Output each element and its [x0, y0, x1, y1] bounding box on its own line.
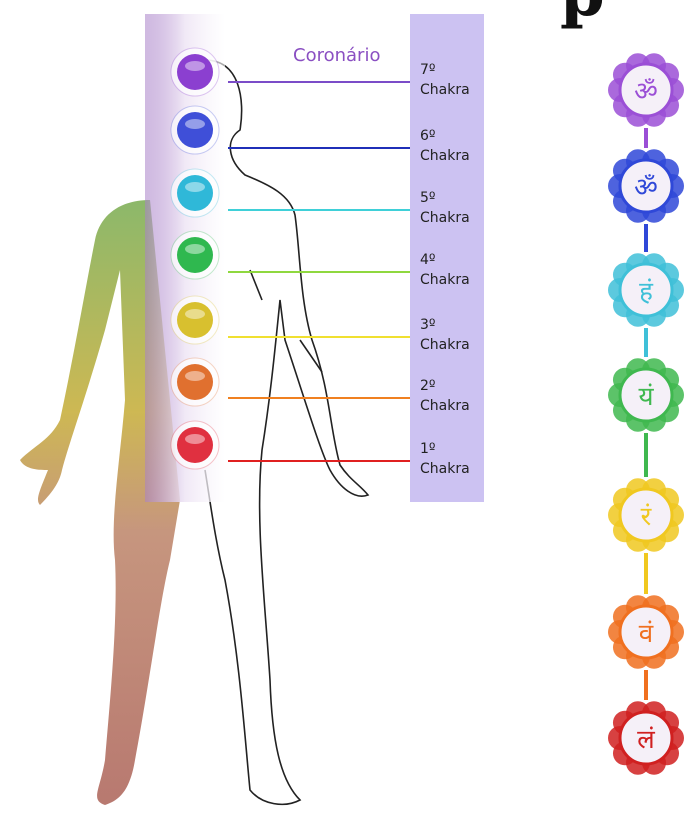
- chakra-number: 4º: [420, 250, 486, 270]
- chakra-symbol-icon-2: वं: [608, 595, 684, 668]
- svg-text:ॐ: ॐ: [634, 77, 658, 107]
- chakra-word: Chakra: [420, 335, 486, 355]
- body-outline: [205, 60, 368, 804]
- chakra-lines: [228, 82, 410, 461]
- arm-line: [300, 340, 322, 372]
- chakra-symbol-icon-1: लं: [608, 701, 684, 774]
- chakra-orb-2: [171, 358, 219, 406]
- svg-text:यं: यं: [638, 382, 654, 412]
- chakra-number: 2º: [420, 376, 486, 396]
- chakra-number: 5º: [420, 188, 486, 208]
- chakra-number: 7º: [420, 60, 486, 80]
- chakra-symbol-icon-5: हं: [608, 253, 684, 326]
- svg-text:रं: रं: [641, 502, 653, 532]
- chakra-symbol-icon-4: यं: [608, 358, 684, 431]
- chakra-orb-5: [171, 169, 219, 217]
- svg-text:वं: वं: [639, 619, 654, 649]
- top-right-glyph: p: [560, 0, 605, 31]
- chakra-icons: ॐ ॐ हं यं रं वं लं: [608, 53, 684, 774]
- chakra-orb-1: [171, 421, 219, 469]
- chakra-word: Chakra: [420, 396, 486, 416]
- chakra-word: Chakra: [420, 80, 486, 100]
- svg-text:हं: हं: [639, 277, 654, 307]
- chakra-number: 1º: [420, 439, 486, 459]
- chakra-word: Chakra: [420, 146, 486, 166]
- body-outline-path: [205, 60, 368, 804]
- chakra-word: Chakra: [420, 270, 486, 290]
- chakra-symbol-icon-7: ॐ: [608, 53, 684, 126]
- chakra-symbol-icon-6: ॐ: [608, 149, 684, 222]
- chakra-word: Chakra: [420, 459, 486, 479]
- chakra-orb-7: [171, 48, 219, 96]
- chakra-symbol-icon-3: रं: [608, 478, 684, 551]
- crown-label: Coronário: [293, 45, 380, 66]
- chakra-number: 6º: [420, 126, 486, 146]
- chakra-number: 3º: [420, 315, 486, 335]
- chakra-orb-4: [171, 231, 219, 279]
- svg-text:ॐ: ॐ: [634, 173, 658, 203]
- chakra-orb-6: [171, 106, 219, 154]
- chakra-word: Chakra: [420, 208, 486, 228]
- svg-text:लं: लं: [637, 725, 655, 755]
- chakra-orb-3: [171, 296, 219, 344]
- chest-line: [250, 270, 262, 300]
